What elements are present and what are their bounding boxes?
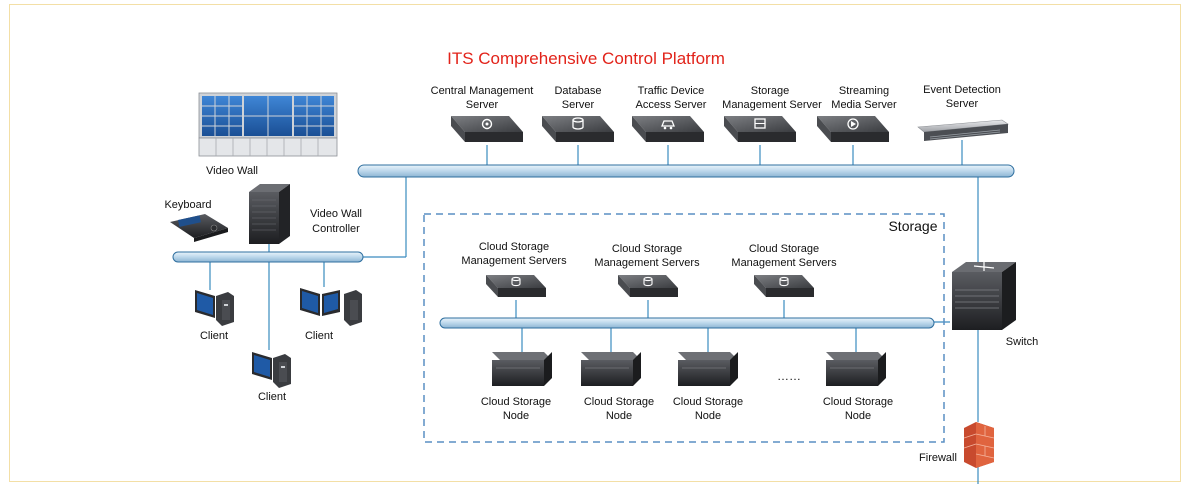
storage-node-3 <box>678 352 738 386</box>
client-label-1: Client <box>200 330 228 342</box>
server-6-label-line1: Event Detection <box>923 84 1001 96</box>
storage-node-1 <box>492 352 552 386</box>
database-icon <box>779 276 789 287</box>
server-1-label-line1: Central Management <box>431 85 534 97</box>
top-server-5 <box>817 116 889 142</box>
server-3-label-line1: Traffic Device <box>638 85 705 97</box>
storage-bus <box>439 317 935 329</box>
node-1-label-line2: Node <box>503 410 529 422</box>
video-wall-label: Video Wall <box>206 165 258 177</box>
switch-label: Switch <box>1006 336 1038 348</box>
server-5-label-line1: Streaming <box>839 85 889 97</box>
client-workstation-2 <box>300 288 362 326</box>
node-2-label-line2: Node <box>606 410 632 422</box>
firewall-label: Firewall <box>919 452 957 464</box>
database-icon <box>511 276 521 287</box>
diagram-frame <box>9 4 1181 482</box>
keyboard-device <box>170 214 228 242</box>
mgmt-2-label-line1: Cloud Storage <box>612 243 682 255</box>
database-icon <box>572 117 584 130</box>
network-switch <box>952 262 1016 330</box>
server-4-label-line2: Management Server <box>722 99 822 111</box>
storage-mgmt-server-3 <box>754 275 814 297</box>
top-server-4 <box>724 116 796 142</box>
mgmt-1-label-line2: Management Servers <box>461 255 567 267</box>
storage-icon <box>754 118 766 129</box>
backbone-bus <box>357 164 1015 178</box>
cloud-gear-icon <box>481 118 493 130</box>
rack-server-icon <box>929 129 1001 140</box>
mgmt-1-label-line1: Cloud Storage <box>479 241 549 253</box>
server-2-label-line1: Database <box>554 85 601 97</box>
storage-zone <box>423 213 945 443</box>
database-icon <box>643 276 653 287</box>
server-4-label-line1: Storage <box>751 85 790 97</box>
node-1-label-line1: Cloud Storage <box>481 396 551 408</box>
keyboard-label: Keyboard <box>164 199 211 211</box>
storage-mgmt-server-1 <box>486 275 546 297</box>
node-ellipsis: …… <box>777 369 801 383</box>
mgmt-3-label-line1: Cloud Storage <box>749 243 819 255</box>
mgmt-2-label-line2: Management Servers <box>594 257 700 269</box>
node-4-label-line2: Node <box>845 410 871 422</box>
server-2-label-line2: Server <box>562 99 595 111</box>
node-4-label-line1: Cloud Storage <box>823 396 893 408</box>
storage-node-4 <box>826 352 886 386</box>
client-label-2: Client <box>305 330 333 342</box>
controller-label-line1: Video Wall <box>310 208 362 220</box>
car-icon <box>661 120 675 130</box>
client-bus <box>172 251 364 263</box>
top-server-1 <box>451 116 523 142</box>
media-icon <box>847 118 859 130</box>
top-server-3 <box>632 116 704 142</box>
server-6-label-line2: Server <box>946 98 979 110</box>
storage-label: Storage <box>888 218 937 234</box>
storage-node-2 <box>581 352 641 386</box>
video-wall-controller <box>249 184 290 244</box>
client-label-3: Client <box>258 391 286 403</box>
top-server-2 <box>542 116 614 142</box>
node-2-label-line1: Cloud Storage <box>584 396 654 408</box>
connection-lines <box>209 140 979 484</box>
client-workstation-1 <box>195 290 234 326</box>
controller-label-line2: Controller <box>312 223 360 235</box>
client-workstation-3 <box>252 352 291 388</box>
video-wall <box>198 92 338 157</box>
diagram-title: ITS Comprehensive Control Platform <box>447 49 725 68</box>
firewall-icon <box>963 422 995 468</box>
top-server-6 <box>917 119 1009 141</box>
mgmt-3-label-line2: Management Servers <box>731 257 837 269</box>
switch-arrows-icon <box>973 262 995 271</box>
server-5-label-line2: Media Server <box>831 99 897 111</box>
node-3-label-line2: Node <box>695 410 721 422</box>
server-1-label-line2: Server <box>466 99 499 111</box>
server-3-label-line2: Access Server <box>636 99 707 111</box>
storage-mgmt-server-2 <box>618 275 678 297</box>
node-3-label-line1: Cloud Storage <box>673 396 743 408</box>
